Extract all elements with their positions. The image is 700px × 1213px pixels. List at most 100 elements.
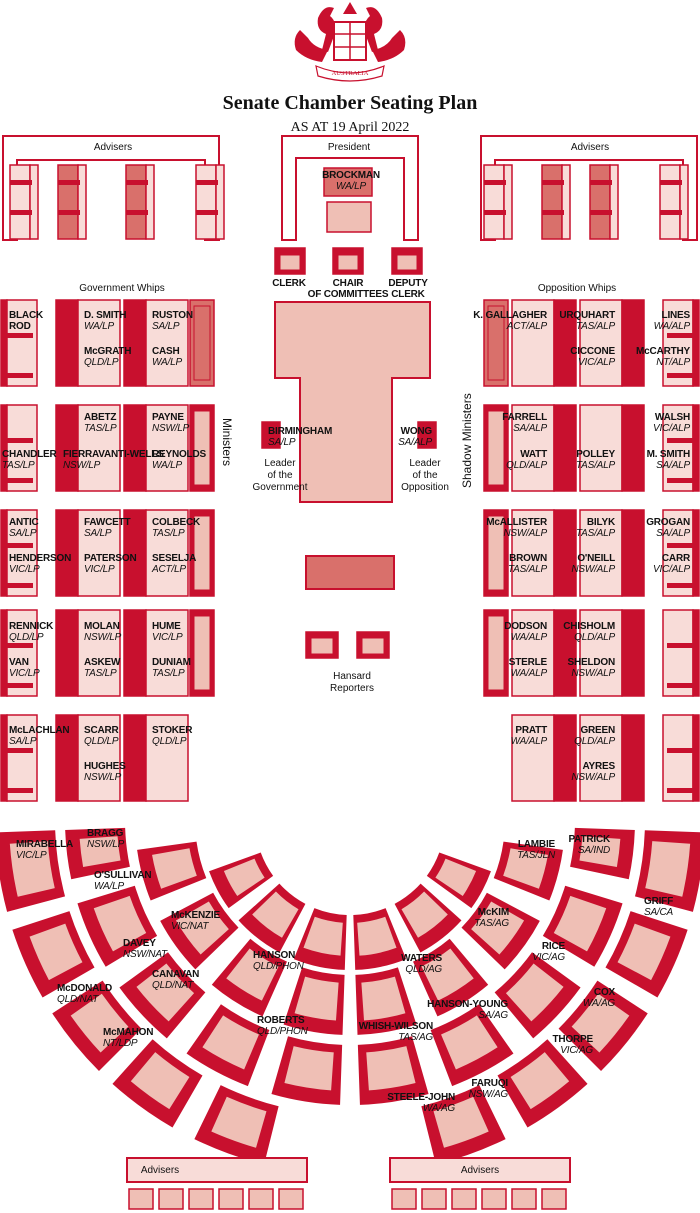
bench-seat-inner [193,305,211,381]
senator-party: NSW/LP [63,460,101,471]
senator-party: TAS/AG [398,1032,433,1043]
bench-divider [484,210,506,215]
senator-name: MIRABELLA [16,839,74,850]
bench-divider [622,683,644,688]
curved-bench-seat [252,891,299,938]
senator-name: BROWN [509,553,547,564]
senator-party: SA/LP [9,736,37,747]
advisers-label-bottom-left: Advisers [140,1165,180,1176]
adviser-seat-back [215,164,225,240]
president-desk [326,201,372,233]
bench-seat [662,714,694,802]
senator-party: TAS/ALP [576,321,615,332]
senator-party: QLD/PHON [253,961,304,972]
senator-party: SA/IND [577,845,610,856]
bench-end [0,299,8,387]
coat-of-arms-icon: AUSTRALIA [294,2,406,82]
senator-name: McDONALD [57,983,113,994]
curved-bench-seat [401,891,448,938]
curved-bench-seat [152,848,197,889]
senator-party: SA/ALP [656,528,690,539]
advisers-box-bottom-left [126,1157,308,1183]
bench-divider [622,643,644,648]
adviser-seat [541,164,563,240]
senator-name: McGRATH [84,346,132,357]
bench-seat [6,509,38,597]
senator-party: NSW/ALP [571,668,615,679]
adviser-seat [589,164,611,240]
curved-bench-seat [435,858,477,897]
curved-bench-seat [505,963,564,1022]
adviser-seat [9,164,31,240]
bench-divider [124,478,146,483]
senator-party: TAS/JLN [517,850,555,861]
senator-party: NT/ALP [656,357,690,368]
bench-divider [667,643,693,648]
senator-name: CASH [152,346,180,357]
bench-divider [667,438,693,443]
senator-party: SA/LP [152,321,180,332]
senator-party: WA/AG [422,1103,455,1114]
senator-name: GRIFF [644,896,673,907]
senator-party: VIC/ALP [578,357,615,368]
curved-bench-seat [294,976,339,1021]
senator-name: URQUHART [559,310,615,321]
senator-name: O'SULLIVAN [94,870,152,881]
senator-party: WA/LP [152,460,182,471]
adviser-seat [481,1188,507,1210]
bench-divider [667,478,693,483]
bench-divider [554,438,576,443]
senator-name: SESELJA [152,553,197,564]
bench-divider [590,180,612,185]
senator-name: RICE [541,941,565,952]
senator-name: STOKER [152,725,193,736]
bench-seat [511,299,555,387]
adviser-seat-back [29,164,39,240]
senator-name: K. GALLAGHER [473,310,547,321]
bench-divider [667,333,693,338]
bench-divider [622,478,644,483]
senator-party: VIC/AG [560,1045,593,1056]
bench-divider [554,333,576,338]
bench-divider [56,478,78,483]
senator-party: QLD/AG [405,964,442,975]
curved-bench-seat [175,901,229,955]
senator-party: WA/ALP [653,321,691,332]
senator-name: VAN [9,657,29,668]
senator-party: ACT/LP [152,564,186,575]
curved-bench-seat [471,901,525,955]
senator-party: SA/LP [9,528,37,539]
senator-party: QLD/LP [84,736,119,747]
senator-party: WA/ALP [510,668,548,679]
senator-name: FAWCETT [84,517,131,528]
bench-divider [126,180,148,185]
bench-divider [622,788,644,793]
bench-seat [621,404,645,492]
bench-divider [542,180,564,185]
bench-seat [6,714,38,802]
bench-divider [7,683,33,688]
curved-bench-seat [441,1015,498,1070]
senator-name: ANTIC [9,517,39,528]
senator-party: NSW/ALP [571,564,615,575]
senator-party: ROD [9,321,31,332]
president-enclosure [281,135,419,241]
bench-divider [622,583,644,588]
